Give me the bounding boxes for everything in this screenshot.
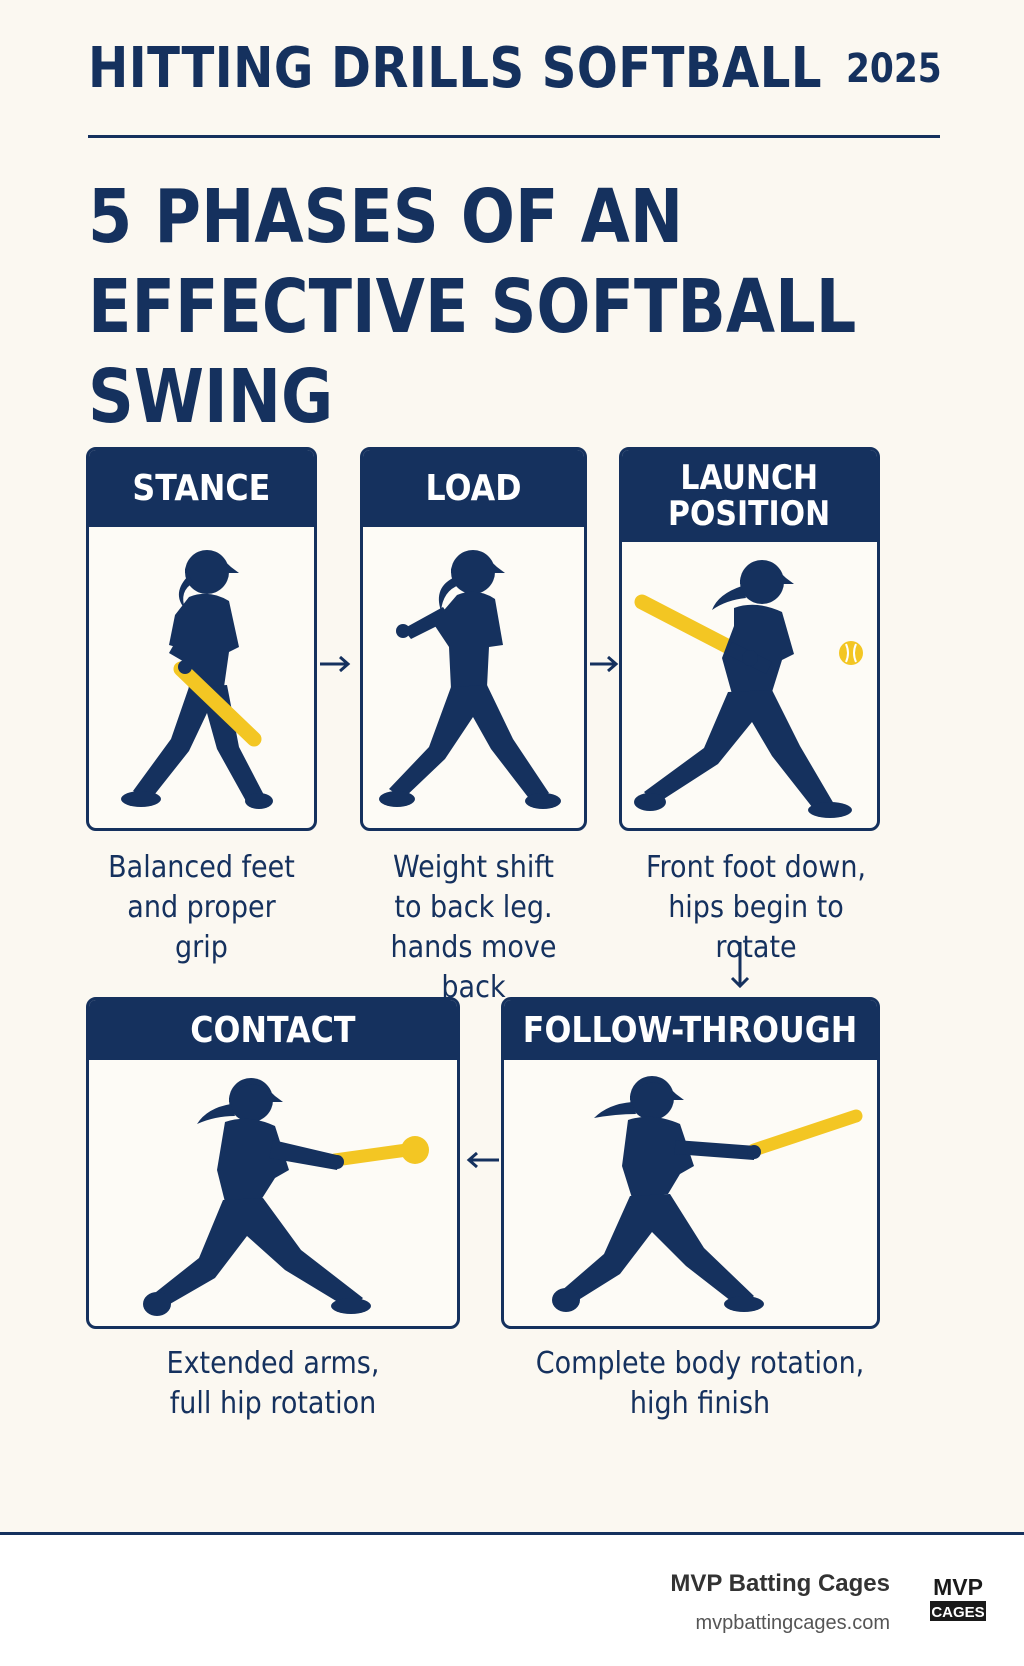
arrow-left-icon	[466, 1151, 499, 1169]
arrow-right-icon	[320, 655, 351, 673]
arrow-right-icon	[590, 655, 619, 673]
phase-title-stance: STANCE	[89, 450, 314, 527]
phase-card-follow-through: FOLLOW-THROUGH	[501, 997, 880, 1329]
footer-brand-name: MVP Batting Cages	[670, 1570, 890, 1597]
phase-caption-contact: Extended arms, full hip rotation	[166, 1346, 380, 1421]
phase-card-stance: STANCE	[86, 447, 317, 831]
batter-silhouette-icon	[121, 550, 273, 809]
phase-caption-follow-through: Complete body rotation, high finish	[535, 1346, 865, 1421]
footer-brand-url[interactable]: mvpbattingcages.com	[695, 1612, 890, 1634]
mvp-cages-logo: MVP CAGES	[930, 1574, 986, 1621]
batter-silhouette-icon	[143, 1078, 429, 1316]
phase-caption-load: Weight shift to back leg. hands move bac…	[390, 850, 557, 1005]
footer-divider	[0, 1532, 1024, 1535]
main-title-line-2: EFFECTIVE SOFTBALL	[88, 264, 857, 350]
batter-silhouette-icon	[552, 1076, 863, 1312]
phase-caption-launch-position: Front foot down, hips begin to rotate	[645, 850, 867, 965]
batter-silhouette-icon	[634, 560, 852, 818]
footer	[0, 1535, 1024, 1666]
header-divider	[88, 135, 940, 138]
page-header-title: HITTING DRILLS SOFTBALL	[88, 36, 822, 101]
phase-card-contact: CONTACT	[86, 997, 460, 1329]
batter-silhouette-icon	[379, 550, 561, 809]
phase-title-contact: CONTACT	[89, 1000, 457, 1060]
phase-card-load: LOAD	[360, 447, 587, 831]
main-title: 5 PHASES OF AN EFFECTIVE SOFTBALL SWING	[88, 172, 862, 442]
phase-title-follow-through: FOLLOW-THROUGH	[504, 1000, 877, 1060]
phase-caption-stance: Balanced feet and proper grip	[108, 850, 295, 965]
main-title-line-3: SWING	[88, 354, 334, 440]
logo-bar	[930, 1601, 986, 1621]
phase-title-launch-position: LAUNCH POSITION	[622, 450, 877, 542]
logo-text-top: MVP	[933, 1574, 983, 1600]
phase-card-launch-position: LAUNCH POSITION	[619, 447, 880, 831]
header-year: 2025	[846, 46, 942, 92]
logo-text-bottom: CAGES	[931, 1604, 984, 1621]
softball-icon	[839, 641, 863, 665]
arrow-down-icon	[730, 942, 750, 989]
phase-title-load: LOAD	[363, 450, 584, 527]
main-title-line-1: 5 PHASES OF AN	[88, 174, 684, 260]
